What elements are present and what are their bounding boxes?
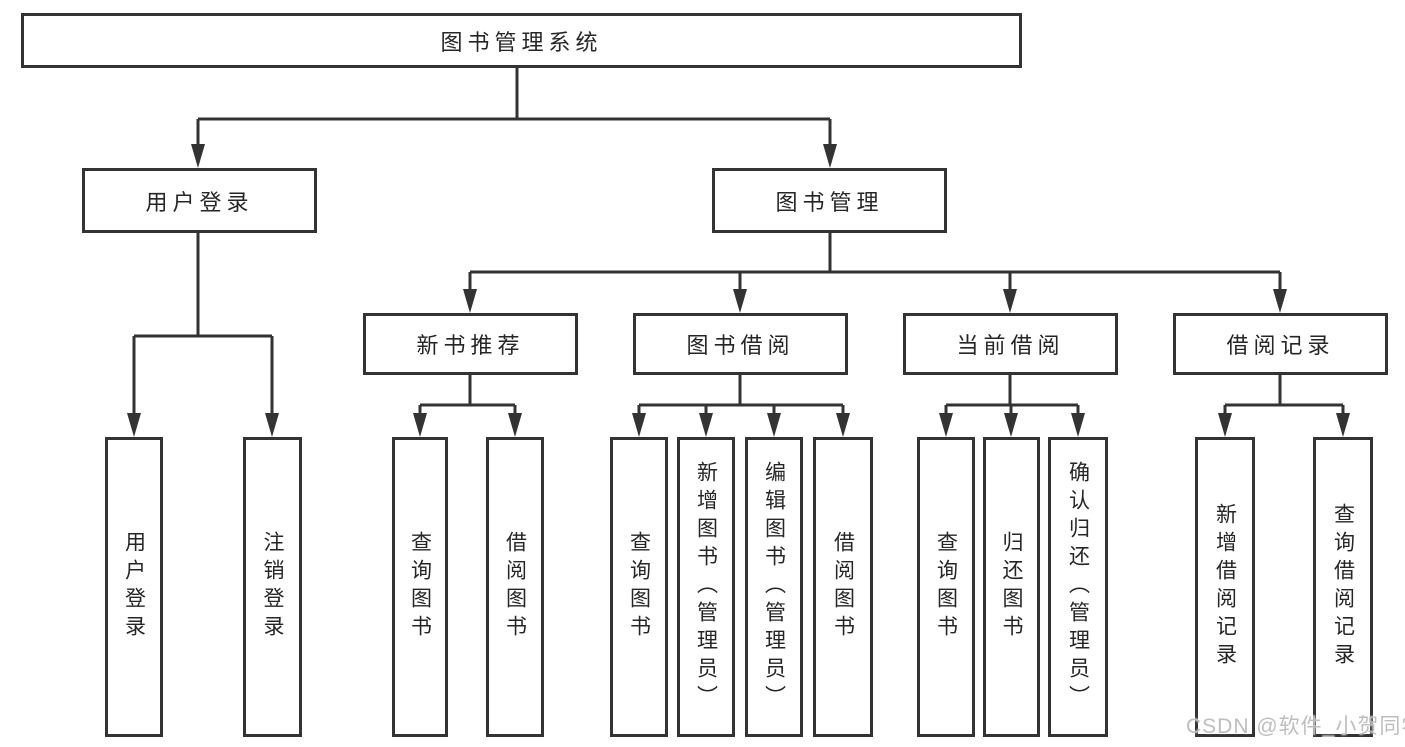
connector-book-mgmt-children	[468, 233, 1282, 291]
node-bb-query-book-label: 查询图书	[627, 531, 651, 643]
node-new-book-rec-label: 新书推荐	[416, 333, 525, 358]
node-cb-confirm-return: 确认归还（管理员）	[1048, 437, 1108, 737]
node-root: 图书管理系统	[21, 13, 1022, 68]
connector-user-login-children	[132, 233, 274, 415]
arrow-to-new-book-rec	[463, 289, 477, 313]
node-borrow-record: 借阅记录	[1173, 313, 1388, 375]
node-new-book-rec: 新书推荐	[363, 313, 578, 375]
node-bb-edit-book: 编辑图书（管理员）	[745, 437, 803, 737]
node-borrow-record-label: 借阅记录	[1226, 333, 1335, 358]
arrow-to-br-add	[1218, 413, 1232, 437]
node-logout: 注销登录	[243, 437, 302, 737]
arrow-to-nb-query	[413, 413, 427, 437]
node-bb-query-book: 查询图书	[610, 437, 668, 737]
node-cb-query-book-label: 查询图书	[934, 531, 958, 643]
node-bb-add-book: 新增图书（管理员）	[677, 437, 735, 737]
node-br-query-record-label: 查询借阅记录	[1331, 503, 1355, 671]
arrow-to-nb-borrow	[508, 413, 522, 437]
node-user-login-label: 用户登录	[145, 189, 254, 215]
arrow-to-book-borrow	[733, 289, 747, 313]
node-current-borrow-label: 当前借阅	[956, 333, 1065, 358]
connector-root-to-level2	[196, 68, 832, 146]
node-login: 用户登录	[105, 437, 163, 737]
arrow-to-user-login	[191, 144, 205, 168]
node-login-label: 用户登录	[122, 531, 146, 643]
node-user-login: 用户登录	[82, 168, 317, 233]
node-nb-query-book: 查询图书	[392, 437, 448, 737]
arrow-to-bb-add	[699, 413, 713, 437]
arrow-to-cb-query	[939, 413, 953, 437]
node-cb-return-book: 归还图书	[983, 437, 1040, 737]
node-br-query-record: 查询借阅记录	[1313, 437, 1373, 737]
node-logout-label: 注销登录	[261, 531, 285, 643]
arrow-to-cb-return	[1004, 413, 1018, 437]
node-bb-add-book-label: 新增图书（管理员）	[694, 461, 718, 713]
connector-new-book-rec-children	[418, 375, 517, 415]
arrow-to-bb-edit	[767, 413, 781, 437]
node-book-mgmt-label: 图书管理	[775, 189, 884, 215]
node-book-mgmt: 图书管理	[712, 168, 947, 233]
node-book-borrow-label: 图书借阅	[686, 333, 795, 358]
arrow-to-cb-confirm	[1071, 413, 1085, 437]
node-br-add-record: 新增借阅记录	[1195, 437, 1255, 737]
node-cb-query-book: 查询图书	[917, 437, 975, 737]
node-br-add-record-label: 新增借阅记录	[1213, 503, 1237, 671]
node-nb-borrow-book-label: 借阅图书	[503, 531, 527, 643]
node-root-label: 图书管理系统	[440, 29, 603, 55]
connector-book-borrow-children	[637, 375, 845, 415]
node-book-borrow: 图书借阅	[633, 313, 848, 375]
arrow-to-bb-borrow	[836, 413, 850, 437]
watermark: CSDN @软件_小贺同学	[1186, 715, 1405, 738]
arrow-to-current-borrow	[1003, 289, 1017, 313]
node-current-borrow: 当前借阅	[903, 313, 1118, 375]
arrow-to-logout	[265, 413, 279, 437]
connector-borrow-record-children	[1223, 375, 1345, 415]
arrow-to-borrow-record	[1273, 289, 1287, 313]
node-nb-borrow-book: 借阅图书	[486, 437, 544, 737]
node-bb-edit-book-label: 编辑图书（管理员）	[762, 461, 786, 713]
node-bb-borrow-book: 借阅图书	[813, 437, 873, 737]
connector-current-borrow-children	[944, 375, 1080, 415]
node-cb-confirm-return-label: 确认归还（管理员）	[1066, 461, 1090, 713]
node-nb-query-book-label: 查询图书	[408, 531, 432, 643]
arrow-to-br-query	[1336, 413, 1350, 437]
arrow-to-bb-query	[632, 413, 646, 437]
node-bb-borrow-book-label: 借阅图书	[831, 531, 855, 643]
arrow-to-login	[127, 413, 141, 437]
arrow-to-book-mgmt	[823, 144, 837, 168]
node-cb-return-book-label: 归还图书	[1000, 531, 1024, 643]
